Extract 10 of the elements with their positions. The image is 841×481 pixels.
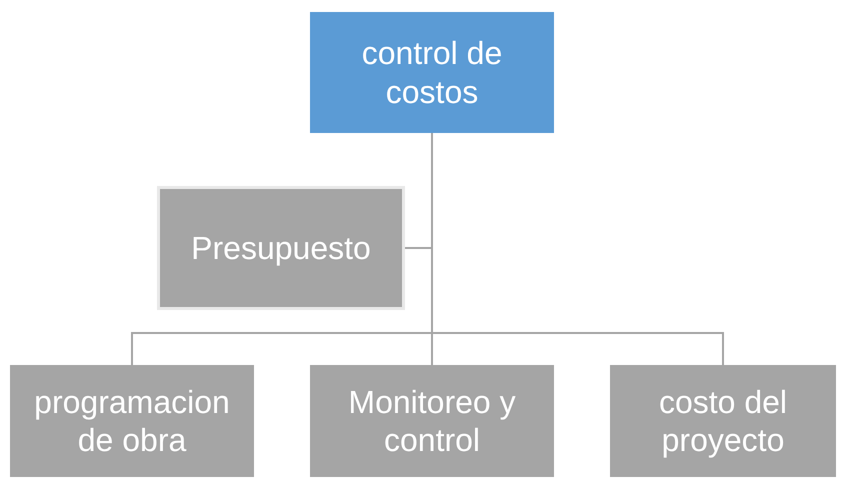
box-label: Presupuesto	[190, 228, 372, 268]
box-label: programacion de obra	[33, 382, 231, 460]
org-box	[157, 186, 405, 310]
box-label: costo del proyecto	[658, 382, 788, 460]
box-label: Monitoreo y control	[347, 382, 517, 460]
box-label: control de costos	[360, 34, 504, 111]
org-box	[10, 365, 254, 477]
root-box	[310, 12, 554, 133]
org-box	[310, 365, 554, 477]
org-box	[610, 365, 836, 477]
